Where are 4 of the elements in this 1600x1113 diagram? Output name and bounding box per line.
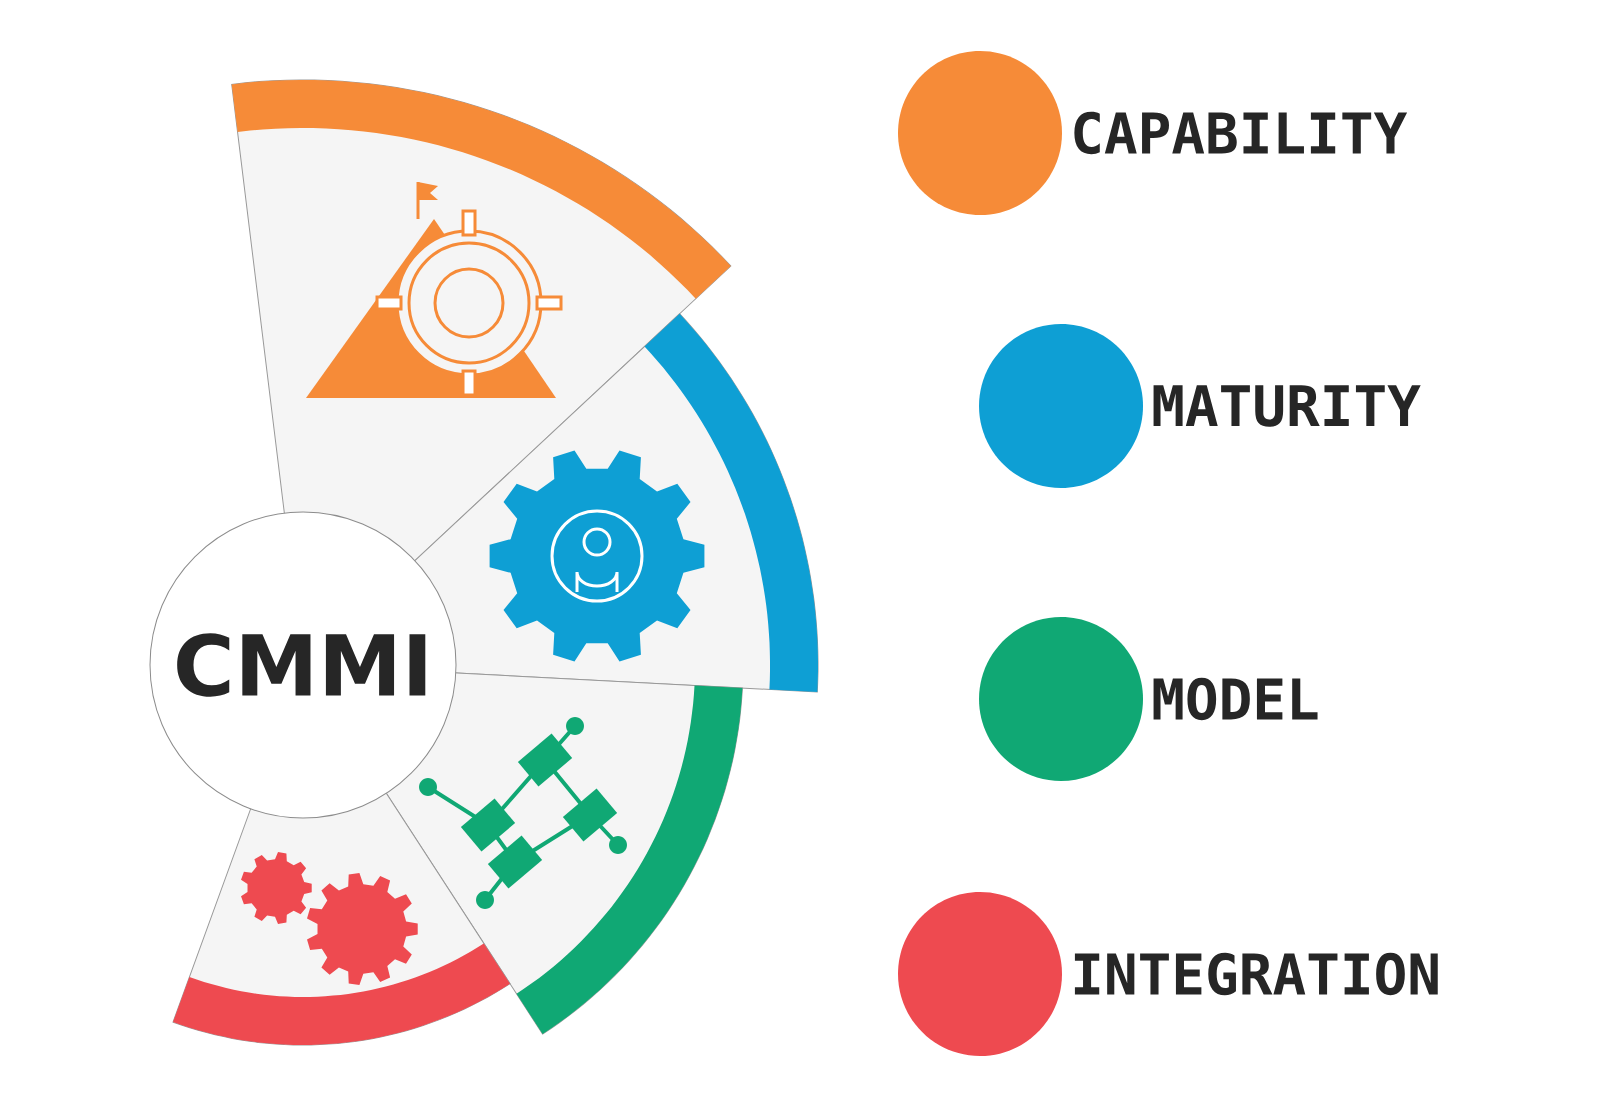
legend-label: CAPABILITY [1074, 111, 1408, 155]
legend-label: INTEGRATION [1074, 952, 1438, 996]
legend-label: MODEL [1153, 677, 1318, 721]
legend-label: MATURITY [1153, 385, 1421, 427]
